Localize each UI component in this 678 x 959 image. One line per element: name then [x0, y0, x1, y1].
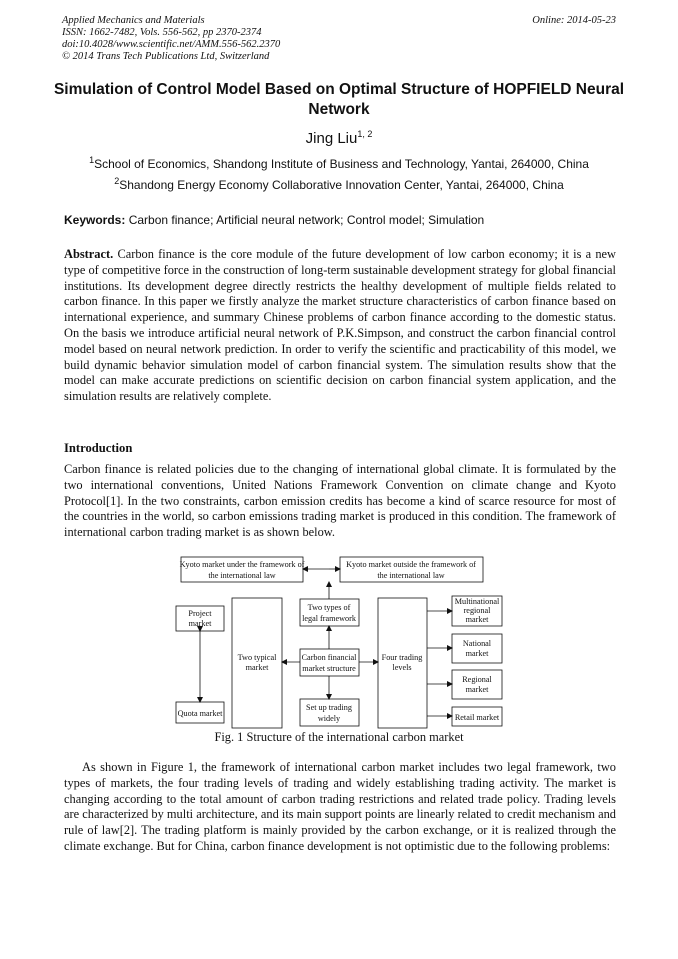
copyright-line: © 2014 Trans Tech Publications Ltd, Swit…	[62, 51, 270, 62]
abstract-label: Abstract.	[64, 247, 114, 261]
journal-name: Applied Mechanics and Materials	[62, 15, 205, 26]
affiliation-1-superscript: 1	[89, 155, 95, 165]
label-kyoto-under-1: Kyoto market under the framework of	[180, 560, 305, 569]
author-superscript: 1, 2	[357, 129, 373, 139]
affiliation-2-text: Shandong Energy Economy Collaborative In…	[119, 178, 564, 192]
label-multinational-3: market	[466, 615, 489, 624]
label-kyoto-outside-2: the international law	[377, 571, 444, 580]
label-structure-2: market structure	[302, 664, 356, 673]
label-national-1: National	[463, 639, 492, 648]
label-legal-2: legal framework	[302, 614, 357, 623]
journal-metadata: Applied Mechanics and Materials ISSN: 16…	[62, 15, 280, 63]
label-two-typical-2: market	[246, 663, 269, 672]
label-project-1: Project	[188, 609, 212, 618]
label-multinational-2: regional	[464, 606, 492, 615]
online-date: Online: 2014-05-23	[532, 15, 616, 26]
label-setup-1: Set up trading	[306, 703, 352, 712]
abstract: Abstract. Carbon finance is the core mod…	[64, 247, 616, 405]
label-two-typical-1: Two typical	[238, 653, 277, 662]
label-four-levels-2: levels	[392, 663, 411, 672]
affiliation-2: 2Shandong Energy Economy Collaborative I…	[0, 176, 678, 193]
paper-title: Simulation of Control Model Based on Opt…	[53, 81, 625, 118]
doi-line: doi:10.4028/www.scientific.net/AMM.556-5…	[62, 39, 281, 50]
label-structure-1: Carbon financial	[302, 653, 358, 662]
introduction-paragraph-1: Carbon finance is related policies due t…	[64, 462, 616, 540]
introduction-paragraph-2: As shown in Figure 1, the framework of i…	[64, 760, 616, 853]
keywords-text: Carbon finance; Artificial neural networ…	[128, 213, 485, 227]
label-retail: Retail market	[455, 713, 500, 722]
figure-1-diagram: Kyoto market under the framework of the …	[175, 556, 503, 729]
label-regional-2: market	[466, 685, 489, 694]
abstract-text: Carbon finance is the core module of the…	[64, 247, 616, 404]
issn-line: ISSN: 1662-7482, Vols. 556-562, pp 2370-…	[62, 27, 262, 38]
label-kyoto-outside-1: Kyoto market outside the framework of	[346, 560, 476, 569]
label-setup-2: widely	[318, 714, 341, 723]
introduction-heading: Introduction	[64, 441, 133, 455]
label-legal-1: Two types of	[308, 603, 351, 612]
author-line: Jing Liu1, 2	[0, 129, 678, 148]
figure-1-caption: Fig. 1 Structure of the international ca…	[214, 730, 464, 744]
label-project-2: market	[189, 619, 212, 628]
keywords: Keywords: Carbon finance; Artificial neu…	[64, 213, 616, 227]
affiliation-2-superscript: 2	[114, 176, 120, 186]
box-market-structure	[299, 648, 360, 677]
label-four-levels-1: Four trading	[382, 653, 423, 662]
affiliation-1: 1School of Economics, Shandong Institute…	[0, 155, 678, 172]
author-name: Jing Liu	[305, 130, 358, 147]
label-national-2: market	[466, 649, 489, 658]
label-regional-1: Regional	[462, 675, 492, 684]
label-multinational-1: Multinational	[455, 597, 500, 606]
label-kyoto-under-2: the international law	[208, 571, 275, 580]
affiliation-1-text: School of Economics, Shandong Institute …	[94, 157, 589, 171]
keywords-label: Keywords:	[64, 213, 126, 227]
label-quota: Quota market	[178, 709, 224, 718]
